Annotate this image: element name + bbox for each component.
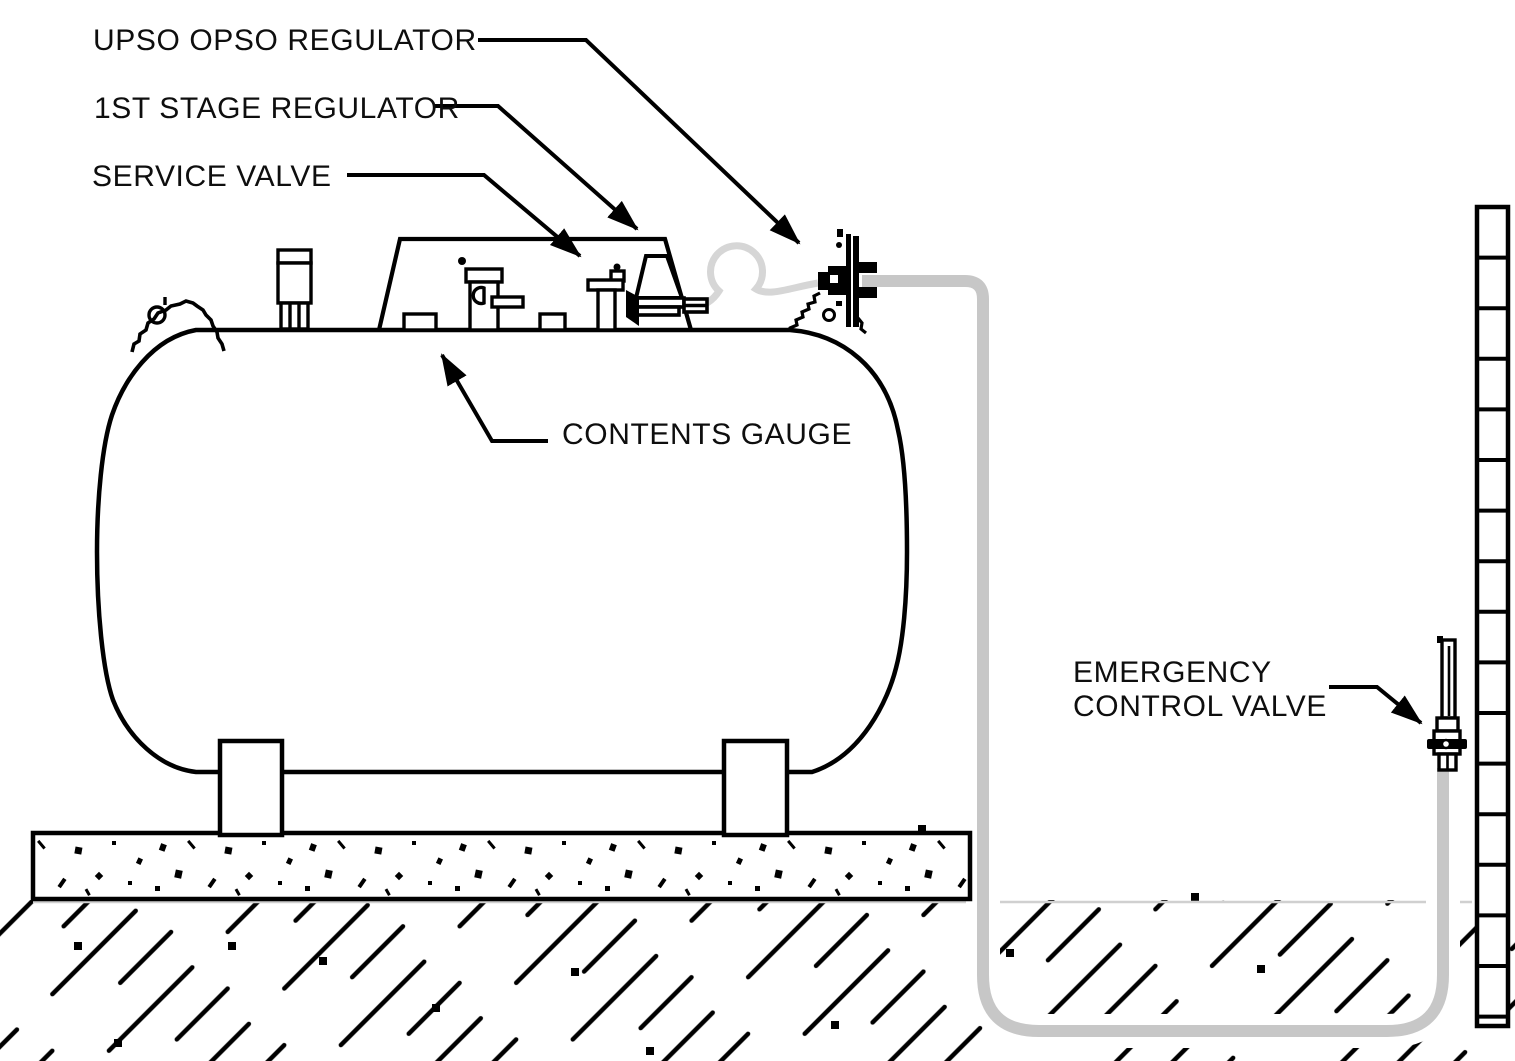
regulator-mount-steps [787, 291, 821, 331]
upso-opso-regulator [818, 229, 877, 327]
emergency-control-valve [1427, 636, 1467, 772]
leader-first-stage [434, 104, 639, 231]
label-first-stage-regulator: 1ST STAGE REGULATOR [94, 92, 460, 125]
contents-gauge-fitting [402, 312, 438, 332]
tank-leg-right [721, 738, 790, 838]
base-dot [918, 825, 926, 833]
soil-dots [74, 893, 1447, 1055]
label-emergency-line1: EMERGENCY [1073, 656, 1272, 689]
building-wall [1474, 204, 1511, 1029]
tank-body [94, 327, 910, 775]
lpg-storage-tank [94, 236, 910, 838]
leader-lines [347, 38, 1423, 725]
label-upso-opso-regulator: UPSO OPSO REGULATOR [93, 24, 477, 57]
label-emergency-control-valve: EMERGENCY CONTROL VALVE [1073, 656, 1327, 724]
leader-emergency-valve [1329, 685, 1423, 725]
leader-service-valve [347, 173, 582, 258]
pigtail-hose [691, 242, 819, 312]
label-service-valve: SERVICE VALVE [92, 160, 332, 193]
fitting-block [538, 312, 567, 332]
leader-contents-gauge [440, 353, 548, 443]
filler-valve [458, 257, 525, 332]
label-emergency-line2: CONTROL VALVE [1073, 690, 1327, 723]
concrete-base [30, 825, 973, 902]
first-stage-regulator [626, 254, 709, 326]
relief-valve [276, 248, 313, 331]
gas-supply-pipe [862, 275, 1449, 1037]
tank-leg-left [217, 738, 285, 838]
leader-upso [478, 38, 801, 245]
lifting-lug [130, 297, 226, 353]
shoulder-step [856, 317, 867, 335]
service-valve-fitting [586, 263, 626, 332]
service-pipework [862, 275, 1460, 1048]
label-contents-gauge: CONTENTS GAUGE [562, 418, 853, 451]
